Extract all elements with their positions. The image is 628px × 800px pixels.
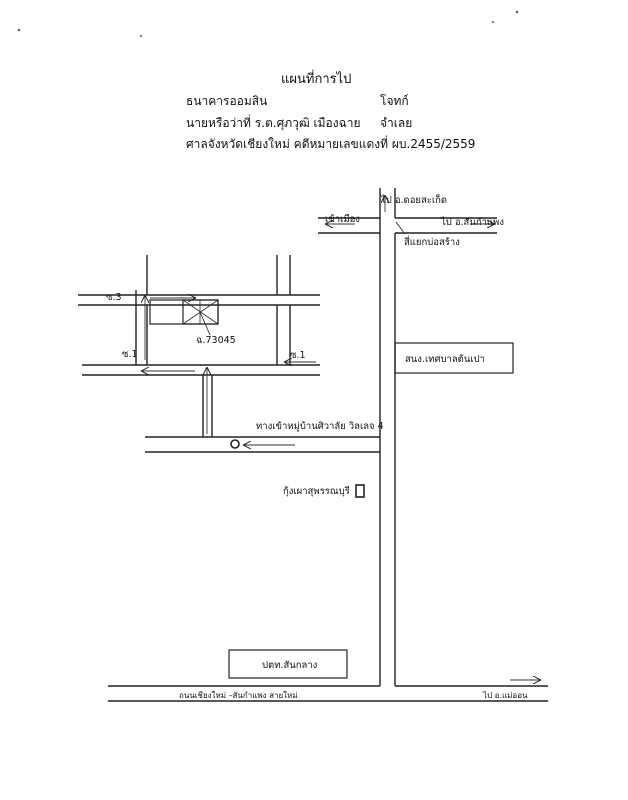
label-soi-3: ซ.3 [106, 292, 122, 303]
bank-name: ธนาคารออมสิน [186, 94, 268, 108]
plaintiff-role: โจทก์ [380, 94, 409, 108]
document-title: แผนที่การไป [281, 72, 352, 87]
label-soi-1-right: ซ.1 [290, 350, 306, 361]
village-soi-grid [78, 255, 320, 376]
court-case-line: ศาลจังหวัดเชียงใหม่ คดีหมายเลขแดงที่ ผบ.… [186, 137, 476, 151]
defendant-role: จำเลย [380, 116, 413, 130]
land-plot [149, 299, 219, 336]
label-bo-sang-intersection: สี่แยกบ่อสร้าง [404, 235, 460, 248]
municipality-office-box [394, 342, 514, 374]
label-to-mae-on: ไป อ.แม่ออน [482, 691, 528, 700]
label-to-doi-saket: ไป อ.ดอยสะเก็ด [380, 193, 447, 206]
label-to-san-kamphaeng: ไป อ.สันกำแพง [440, 216, 504, 228]
bo-sang-intersection-roads [318, 188, 497, 235]
label-village-entrance: ทางเข้าหมู่บ้านศิวาลัย วิลเลจ 4 [256, 421, 384, 432]
village-connector-road [202, 368, 213, 437]
label-municipality-office: สนง.เทศบาลต้นเปา [405, 354, 485, 365]
village-entrance-road [145, 436, 380, 453]
main-horizontal-road [108, 680, 548, 702]
label-san-klang-office: ปตท.สันกลาง [262, 660, 317, 671]
label-into-city: เข้าเมือง [325, 214, 360, 225]
defendant-name: นายหรือว่าที่ ร.ต.ศุภวุฒิ เมืองฉาย [186, 116, 361, 130]
main-vertical-road [379, 222, 396, 686]
scan-specks [17, 10, 519, 37]
label-main-road: ถนนเชียงใหม่ –สันกำแพง สายใหม่ [179, 691, 298, 700]
label-shrimp-restaurant: กุ้งเผาสุพรรณบุรี [283, 485, 350, 497]
shrimp-restaurant-marker [355, 484, 365, 498]
label-deed-number: ฉ.73045 [196, 335, 236, 346]
san-klang-office-box [228, 649, 348, 679]
label-soi-1-left: ซ.1 [122, 349, 138, 360]
